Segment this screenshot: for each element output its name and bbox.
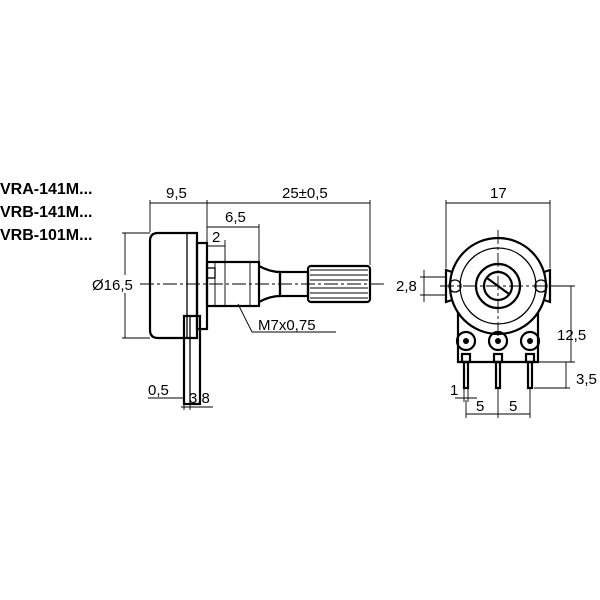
anti-rotation-tab bbox=[206, 267, 216, 279]
terminal-2 bbox=[487, 330, 509, 390]
dim-body-depth: 9,5 bbox=[166, 185, 187, 202]
dim-width: 17 bbox=[490, 185, 507, 202]
dim-pitch-2: 5 bbox=[509, 398, 517, 415]
dim-height: 12,5 bbox=[557, 327, 586, 344]
dim-diameter: Ø16,5 bbox=[92, 277, 133, 294]
dim-shoulder: 2 bbox=[212, 229, 220, 246]
dim-pin-thickness: 0,5 bbox=[148, 382, 169, 399]
model-vra-141m: VRA-141M... bbox=[0, 181, 92, 198]
knurl-lines bbox=[310, 269, 368, 299]
side-view: 9,5 25±0,5 6,5 2 Ø16,5 M7x0,75 0,5 3,8 bbox=[92, 185, 385, 410]
thread-leader bbox=[237, 303, 253, 333]
dim-bushing: 6,5 bbox=[225, 209, 246, 226]
terminal-1 bbox=[455, 330, 477, 390]
model-vrb-101m: VRB-101M... bbox=[0, 227, 92, 244]
dim-pin-size: 1 bbox=[450, 382, 458, 399]
terminal-3 bbox=[519, 330, 541, 390]
terminal-pin-side bbox=[182, 314, 202, 406]
dim-pin-length: 3,5 bbox=[576, 371, 597, 388]
dim-thread: M7x0,75 bbox=[258, 317, 316, 334]
front-view: 17 2,8 12,5 3,5 1 5 5 bbox=[396, 185, 597, 418]
dim-pitch-1: 5 bbox=[476, 398, 484, 415]
model-list: VRA-141M... VRB-141M... VRB-101M... bbox=[0, 181, 92, 244]
model-vrb-141m: VRB-141M... bbox=[0, 204, 92, 221]
pot-body-outline bbox=[148, 231, 199, 340]
dim-shaft-length: 25±0,5 bbox=[282, 185, 328, 202]
dim-pin-width: 3,8 bbox=[189, 390, 210, 407]
dim-tab: 2,8 bbox=[396, 278, 417, 295]
